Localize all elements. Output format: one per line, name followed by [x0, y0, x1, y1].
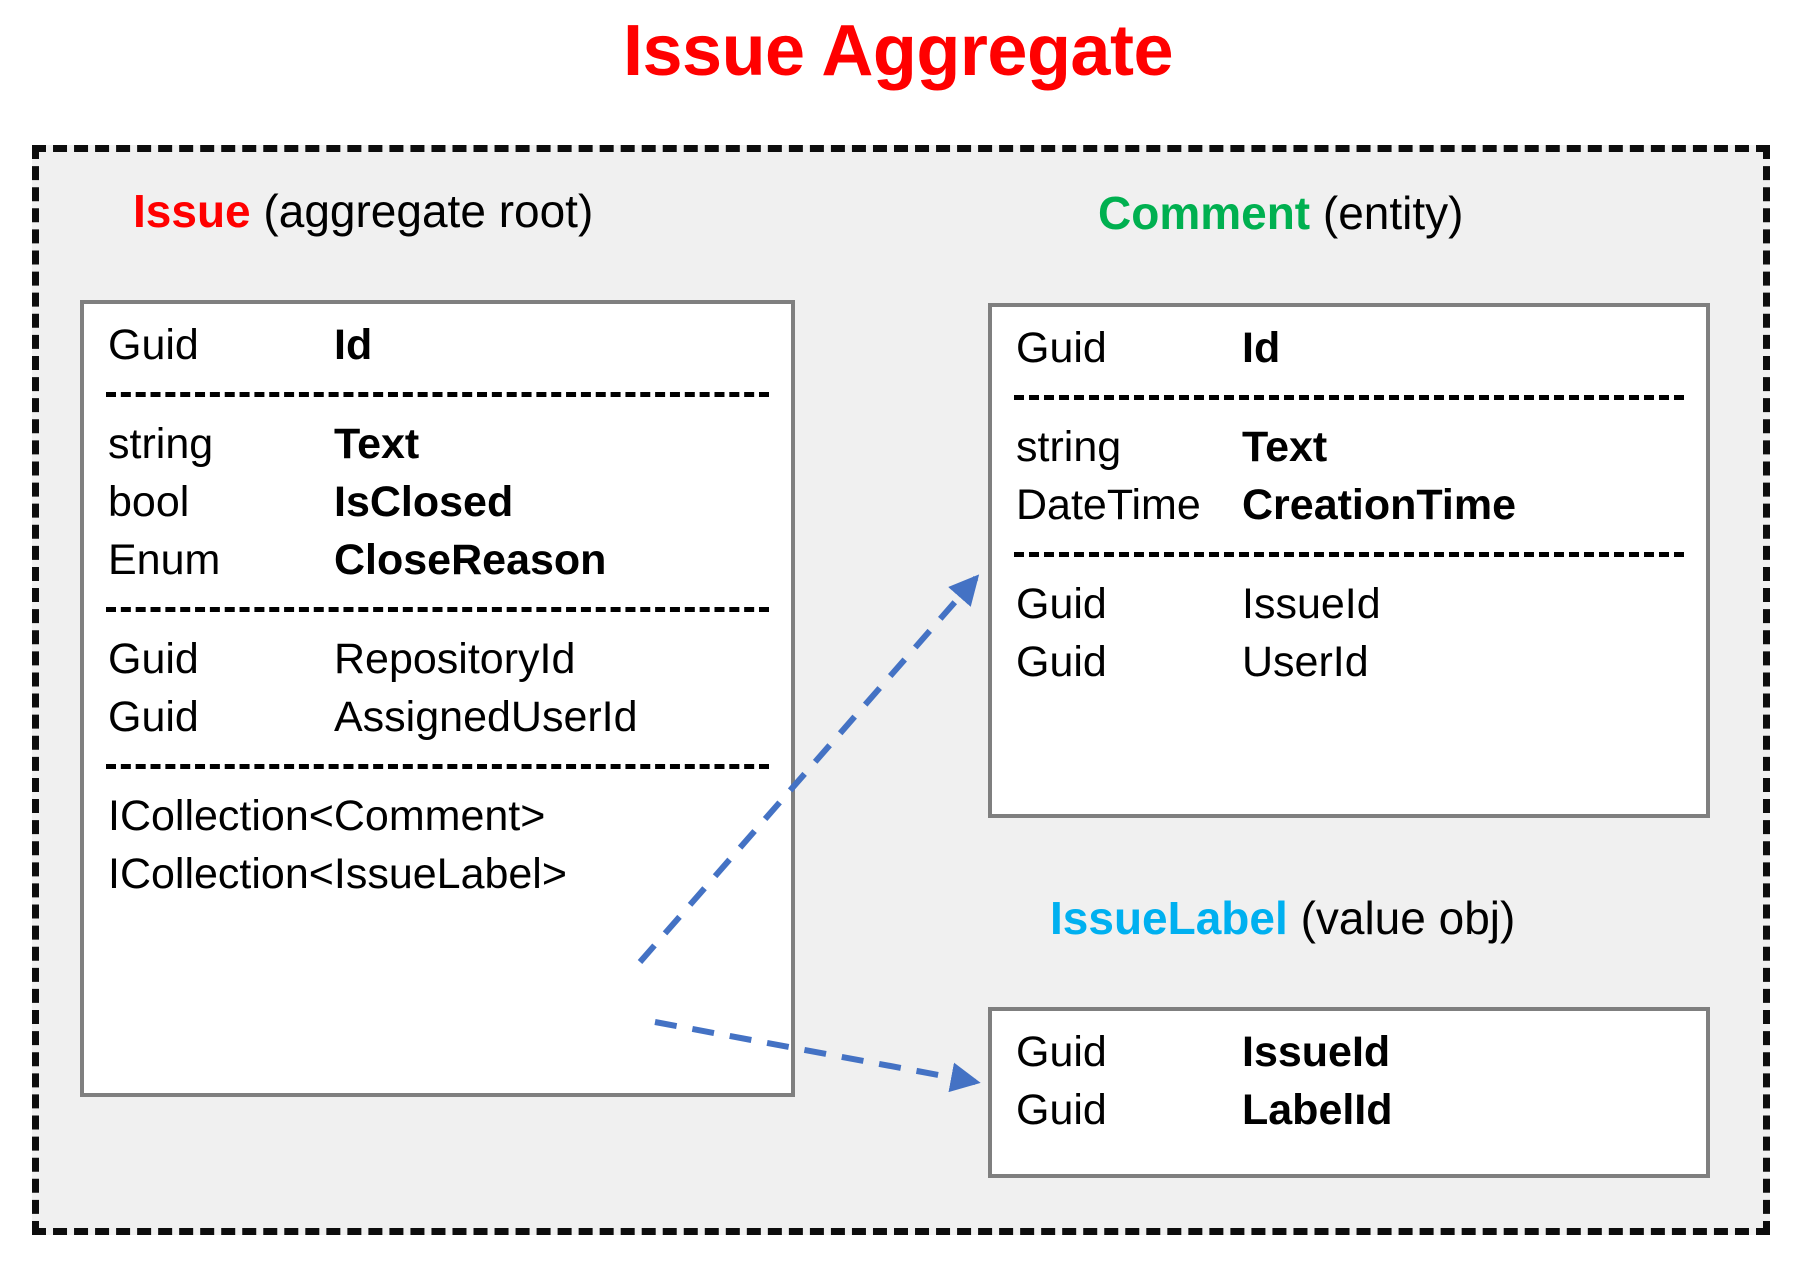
prop-type: string — [1016, 423, 1122, 471]
table-row: bool IsClosed — [84, 473, 791, 531]
group-divider — [106, 764, 769, 769]
prop-name: IsClosed — [334, 478, 514, 526]
issuelabel-box: Guid IssueId Guid LabelId — [988, 1007, 1710, 1178]
comment-box: Guid Id string Text DateTime CreationTim… — [988, 303, 1710, 818]
prop-type: Guid — [1016, 324, 1107, 372]
prop-name: RepositoryId — [334, 635, 576, 683]
prop-type: DateTime — [1016, 481, 1201, 529]
prop-type: bool — [108, 478, 190, 526]
table-row: Guid IssueId — [992, 1023, 1706, 1081]
comment-stereotype: (entity) — [1322, 187, 1464, 239]
table-row: Guid UserId — [992, 633, 1706, 691]
group-divider — [1014, 552, 1684, 557]
table-row: string Text — [84, 415, 791, 473]
prop-type: ICollection<Comment> — [108, 792, 546, 840]
prop-name: UserId — [1242, 638, 1369, 686]
table-row: Guid AssignedUserId — [84, 688, 791, 746]
issuelabel-name: IssueLabel — [1050, 892, 1288, 944]
prop-type: Guid — [1016, 1086, 1107, 1134]
prop-name: Id — [1242, 324, 1281, 372]
prop-type: string — [108, 420, 214, 468]
table-row: Guid RepositoryId — [84, 630, 791, 688]
table-row: DateTime CreationTime — [992, 476, 1706, 534]
prop-name: Text — [1242, 423, 1328, 471]
prop-type: Guid — [1016, 638, 1107, 686]
prop-type: Guid — [1016, 580, 1107, 628]
table-row: Guid LabelId — [992, 1081, 1706, 1139]
prop-type: Guid — [108, 321, 199, 369]
prop-name: CloseReason — [334, 536, 607, 584]
prop-name: CreationTime — [1242, 481, 1516, 529]
group-divider — [106, 607, 769, 612]
prop-type: Enum — [108, 536, 221, 584]
issue-stereotype: (aggregate root) — [263, 185, 594, 237]
issuelabel-stereotype: (value obj) — [1300, 892, 1516, 944]
table-row: Enum CloseReason — [84, 531, 791, 589]
group-divider — [1014, 395, 1684, 400]
issuelabel-caption: IssueLabel (value obj) — [1050, 895, 1515, 941]
comment-caption: Comment (entity) — [1098, 190, 1464, 236]
prop-type: Guid — [108, 693, 199, 741]
table-row: Guid IssueId — [992, 575, 1706, 633]
table-row: ICollection<Comment> — [84, 787, 791, 845]
page-title: Issue Aggregate — [622, 11, 1174, 91]
issue-caption: Issue (aggregate root) — [133, 188, 593, 234]
prop-name: IssueId — [1242, 1028, 1391, 1076]
issue-name: Issue — [133, 185, 251, 237]
prop-name: AssignedUserId — [334, 693, 638, 741]
prop-name: Text — [334, 420, 420, 468]
prop-type: Guid — [108, 635, 199, 683]
prop-type: ICollection<IssueLabel> — [108, 850, 567, 898]
group-divider — [106, 392, 769, 397]
table-row: string Text — [992, 418, 1706, 476]
table-row: ICollection<IssueLabel> — [84, 845, 791, 903]
table-row: Guid Id — [84, 316, 791, 374]
comment-name: Comment — [1098, 187, 1311, 239]
table-row: Guid Id — [992, 319, 1706, 377]
prop-type: Guid — [1016, 1028, 1107, 1076]
prop-name: LabelId — [1242, 1086, 1393, 1134]
prop-name: IssueId — [1242, 580, 1381, 628]
issue-box: Guid Id string Text bool IsClosed Enum C… — [80, 300, 795, 1097]
prop-name: Id — [334, 321, 373, 369]
